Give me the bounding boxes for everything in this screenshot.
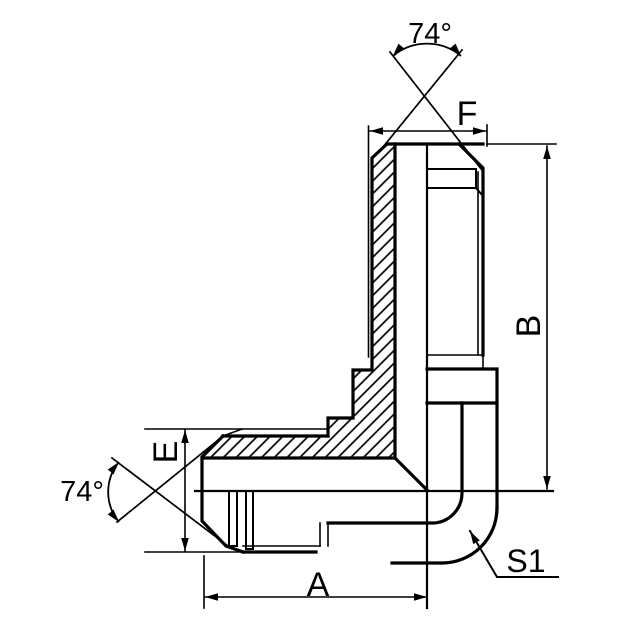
fitting-body-outline: [200, 141, 499, 565]
dim-e-label: E: [147, 441, 185, 464]
dim-b-label: B: [510, 315, 548, 338]
centerlines: [193, 142, 555, 610]
dimension-arrowheads: [107, 43, 551, 601]
dimension-labels: 74° 74° F B E A S1: [60, 18, 548, 604]
section-hatch-area: [202, 144, 395, 458]
s1-leader-line: [468, 529, 559, 578]
fitting-thin-lines: [144, 124, 557, 609]
undercut-groove-lines: [228, 168, 485, 550]
dim-s1-label: S1: [506, 543, 545, 579]
angle-top-label: 74°: [408, 18, 452, 50]
dim-f-label: F: [457, 95, 478, 133]
angle-left-label: 74°: [60, 476, 104, 508]
dimension-lines: [184, 130, 559, 598]
dim-a-label: A: [307, 566, 330, 604]
